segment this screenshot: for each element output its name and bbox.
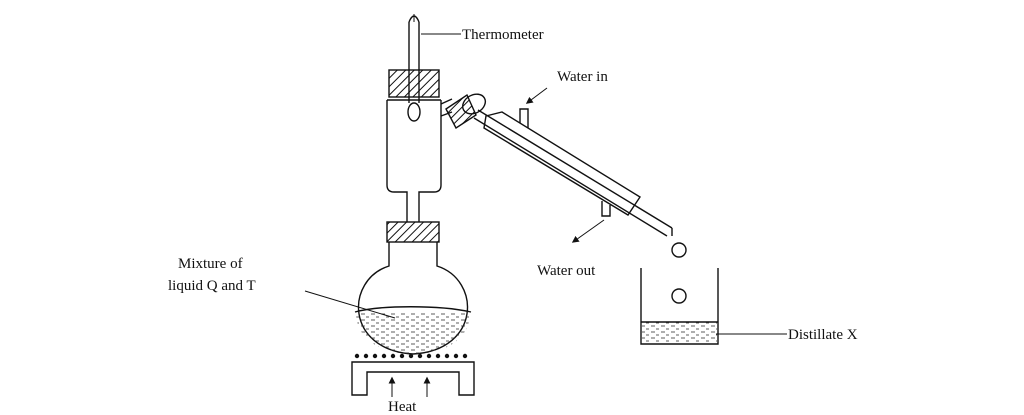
water-out-arrow: [571, 219, 605, 243]
mixture-label-line2: liquid Q and T: [168, 278, 256, 294]
mixture-label-line1: Mixture of: [178, 256, 243, 272]
water-out-nozzle: [601, 201, 611, 217]
thermometer-label: Thermometer: [462, 27, 544, 43]
water-in-label: Water in: [557, 69, 608, 85]
distillate-label: Distillate X: [788, 327, 858, 343]
flask-stopper: [386, 221, 440, 243]
condenser: [473, 108, 673, 237]
water-in-arrow: [525, 87, 548, 104]
water-in-nozzle: [519, 108, 529, 128]
round-bottom-flask: [354, 221, 472, 355]
column-stopper: [388, 69, 440, 98]
mixture-liquid: [356, 313, 470, 354]
thermometer: [407, 14, 421, 122]
water-out-label: Water out: [537, 263, 596, 279]
heater-beads: [354, 353, 468, 359]
fractionating-column: [386, 69, 442, 222]
heat-label: Heat: [388, 399, 417, 415]
drop-1: [671, 242, 687, 258]
side-arm-stopper: [440, 93, 487, 130]
mixture-leader: [304, 290, 396, 319]
receiving-beaker: [640, 268, 719, 345]
heater: [351, 353, 475, 397]
drop-2: [671, 288, 687, 304]
distillate-liquid: [642, 322, 717, 343]
